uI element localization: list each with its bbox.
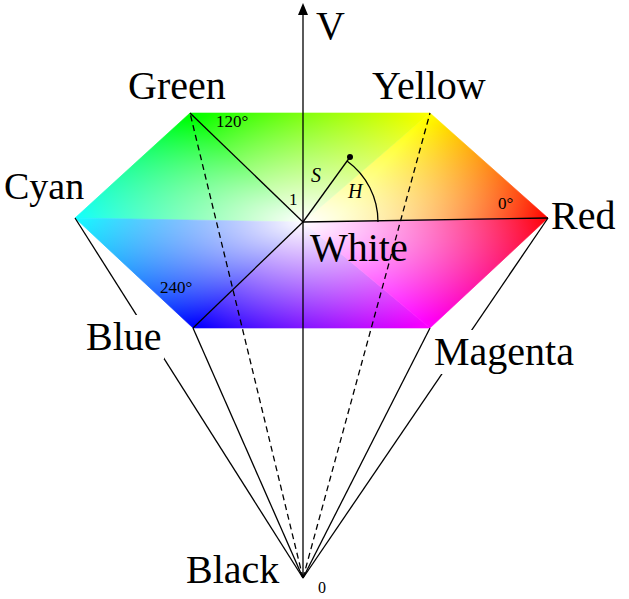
label: 120° xyxy=(216,113,248,132)
cone-edges xyxy=(75,12,548,578)
label: 1 xyxy=(289,191,298,210)
label: S xyxy=(311,164,321,186)
label: Black xyxy=(186,548,279,592)
hidden-edge xyxy=(190,113,303,578)
cone-edge xyxy=(303,218,548,578)
cone-edge xyxy=(303,328,430,578)
label: White xyxy=(310,226,408,270)
label: V xyxy=(316,4,345,48)
label: Blue xyxy=(84,315,164,359)
axis-arrowhead xyxy=(298,3,308,15)
value-axis xyxy=(302,12,303,578)
label: Magenta xyxy=(432,330,576,374)
hue-ray xyxy=(303,218,548,222)
hue-ray xyxy=(190,113,303,222)
label: Yellow xyxy=(372,64,486,108)
saturation-fade xyxy=(75,113,548,328)
label: 0 xyxy=(318,579,326,597)
cone-edge xyxy=(193,328,303,578)
label: 240° xyxy=(160,279,192,298)
hue-hexagon xyxy=(75,113,548,328)
cone-edge xyxy=(75,218,303,578)
label: 0° xyxy=(498,195,513,214)
saturation-ray xyxy=(303,157,350,222)
hidden-edge xyxy=(303,113,430,578)
label: H xyxy=(348,180,362,202)
label: Cyan xyxy=(4,166,84,208)
hue-ray xyxy=(193,222,303,328)
label: Red xyxy=(551,194,615,238)
hue-arc xyxy=(347,161,378,222)
label: Green xyxy=(128,64,226,108)
color-point xyxy=(347,154,353,160)
